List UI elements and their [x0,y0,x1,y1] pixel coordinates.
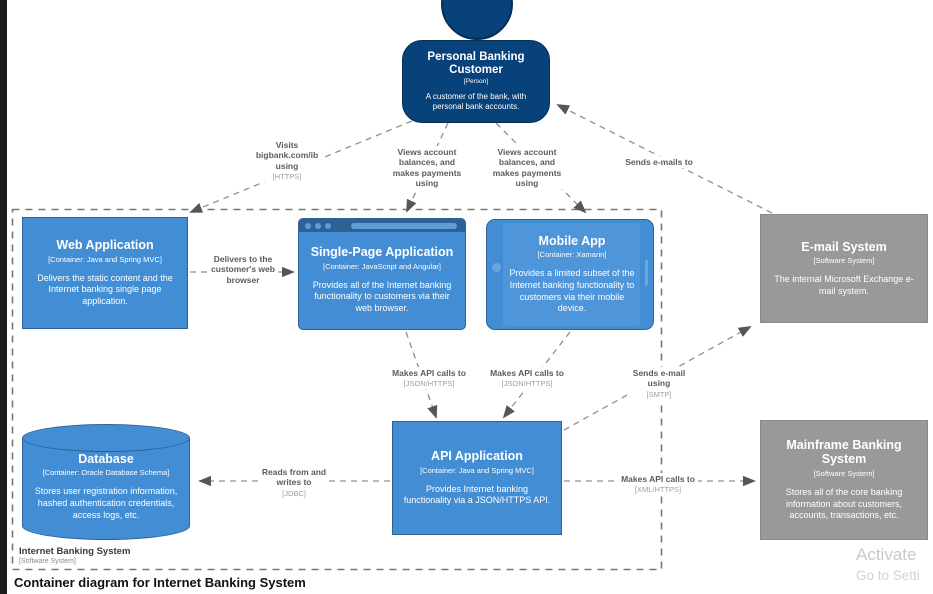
node-meta: [Container: Oracle Database Schema] [42,468,170,478]
edge-protocol: [SMTP] [646,389,672,399]
edge-label-api-calls-spa: Makes API calls to [JSON/HTTPS] [389,367,469,390]
browser-chrome-icon [299,219,465,232]
edge-protocol: [XML/HTTPS] [634,485,682,495]
node-description: The internal Microsoft Exchange e-mail s… [774,274,914,296]
node-title: Single-Page Application [310,245,454,260]
edge-visits [189,120,413,213]
node-title: Web Application [56,238,154,253]
edge-label-sends-emails-to: Sends e-mails to [622,156,696,169]
node-description: Stores all of the core banking informati… [785,486,903,521]
node-meta: [Person] [463,78,489,86]
node-web-application: Web Application [Container: Java and Spr… [22,217,188,329]
node-api-application: API Application [Container: Java and Spr… [392,421,562,535]
node-personal-banking-customer: Personal Banking Customer [Person] A cus… [402,40,550,123]
mobile-screen-icon [503,223,640,326]
node-meta: [Container: Java and Spring MVC] [48,254,162,264]
cylinder-body-icon [22,438,190,526]
page-title: Container diagram for Internet Banking S… [14,575,306,590]
activation-watermark: Activate Go to Setti [856,545,920,583]
node-meta: [Container: JavaScript and Angular] [323,261,441,271]
mobile-home-button-icon [491,263,501,272]
node-title: Personal Banking Customer [427,50,525,76]
edge-protocol: [JSON/HTTPS] [501,379,553,389]
edge-views-mobile [495,122,587,214]
node-title: E-mail System [801,239,887,254]
edge-label-views-mobile: Views account balances, and makes paymen… [489,146,565,190]
node-description: Provides Internet banking functionality … [403,483,551,506]
node-single-page-application: Single-Page Application [Container: Java… [298,218,466,330]
edge-label-delivers: Delivers to the customer's web browser [208,253,278,287]
node-meta: [Container: Java and Spring MVC] [420,465,534,475]
edge-label-sends-email-smtp: Sends e-mail using [SMTP] [629,367,689,400]
node-description: Stores user registration information, ha… [34,486,178,520]
edge-label-api-calls-mainframe: Makes API calls to [XML/HTTPS] [618,473,698,496]
mobile-speaker-icon [645,260,648,286]
node-description: Delivers the static content and the Inte… [37,272,173,307]
node-mobile-app: Mobile App [Container: Xamarin] Provides… [486,219,654,330]
node-description: Provides a limited subset of the Interne… [509,268,635,314]
node-meta: [Software System] [813,256,875,265]
edge-sends-emails-to [556,104,773,214]
node-email-system: E-mail System [Software System] The inte… [760,214,928,323]
node-meta: [Software System] [813,468,875,478]
edge-protocol: [JSON/HTTPS] [403,379,455,389]
node-mainframe-banking-system: Mainframe Banking System [Software Syste… [760,420,928,540]
edge-api-calls-mobile [502,331,571,419]
edge-protocol: [JDBC] [282,488,306,498]
node-meta: [Container: Xamarin] [537,250,607,260]
cylinder-top-icon [22,424,190,452]
left-edge-strip [0,0,7,594]
edge-protocol: [HTTPS] [272,172,302,182]
edge-label-views-spa: Views account balances, and makes paymen… [389,146,465,190]
node-title: Database [78,452,134,466]
node-title: API Application [431,449,523,464]
node-description: Provides all of the Internet banking fun… [312,279,452,314]
node-description: A customer of the bank, with personal ba… [425,92,527,112]
node-database: Database [Container: Oracle Database Sch… [22,424,190,540]
node-title: Mainframe Banking System [786,438,902,467]
node-title: Mobile App [538,233,606,248]
edge-label-reads-writes: Reads from and writes to [JDBC] [258,466,330,499]
edge-sends-email-smtp [563,326,752,431]
edge-label-visits: Visits bigbank.com/ib using [HTTPS] [252,139,322,183]
edge-label-api-calls-mobile: Makes API calls to [JSON/HTTPS] [487,367,567,390]
boundary-label: Internet Banking System [Software System… [19,546,131,565]
system-boundary [11,208,663,571]
